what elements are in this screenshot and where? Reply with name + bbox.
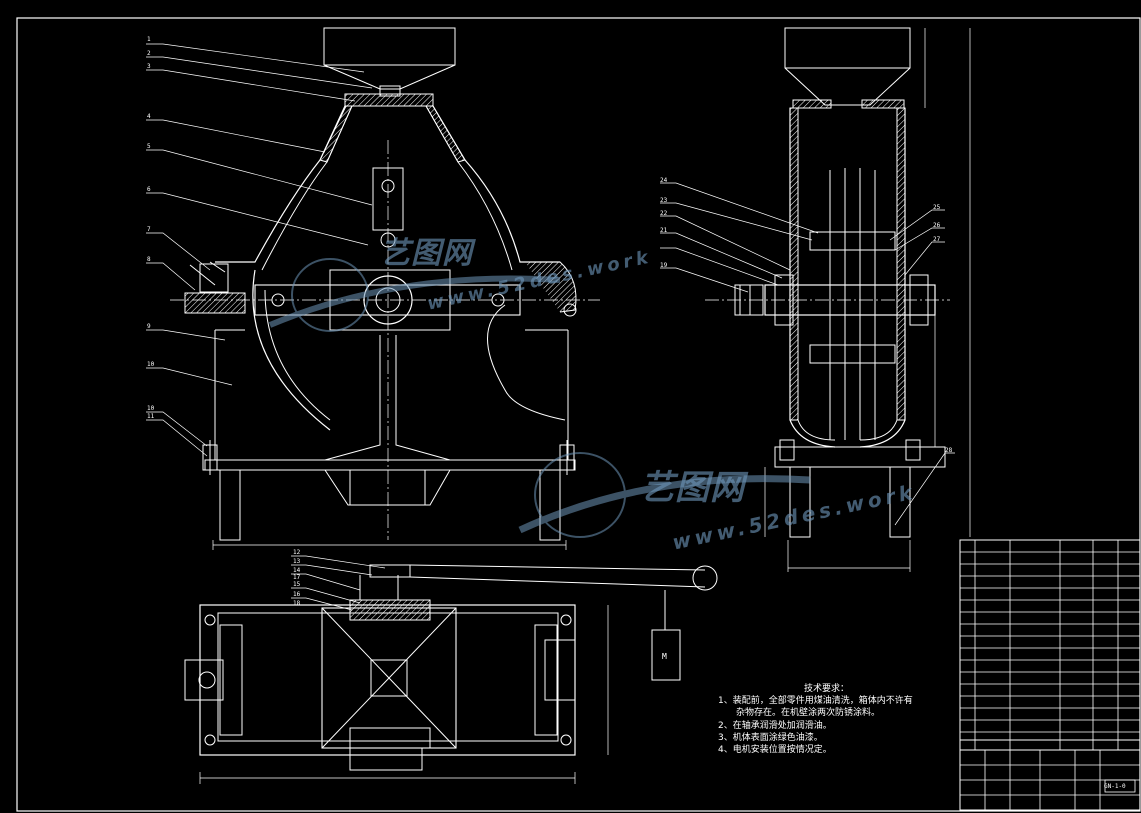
part-label-4: 4 <box>147 113 151 120</box>
hopper <box>323 27 456 90</box>
front-view-leaders <box>146 43 373 457</box>
watermark-globe <box>268 258 811 538</box>
part-label-15: 15 <box>293 581 301 588</box>
plan-view-leaders <box>291 555 386 611</box>
front-view <box>170 27 600 550</box>
part-label-27: 27 <box>933 236 941 243</box>
plan-view <box>184 564 718 784</box>
part-label-28: 28 <box>945 447 953 454</box>
part-label-14: 14 <box>293 567 301 574</box>
watermark-brand-2: 艺图网 <box>640 468 745 508</box>
drawing-frame <box>16 17 1141 812</box>
part-label-6: 6 <box>147 186 151 193</box>
part-label-19: 19 <box>660 262 668 269</box>
part-label-5: 5 <box>147 143 151 150</box>
part-label-11: 11 <box>147 413 155 420</box>
part-label-13: 13 <box>293 558 301 565</box>
tech-req-item-2: 2、在轴承润滑处加润滑油。 <box>718 720 832 731</box>
tech-req-item-1: 1、装配前，全部零件用煤油清洗，箱体内不许有 <box>718 696 913 707</box>
tech-req-title: 技术要求： <box>804 684 850 694</box>
part-label-7: 7 <box>147 226 151 233</box>
part-label-2: 2 <box>147 50 151 57</box>
part-label-21: 21 <box>660 227 668 234</box>
part-label-10b: 10 <box>147 405 155 412</box>
tech-req-item-4: 4、电机安装位置按情况定。 <box>718 745 832 756</box>
part-label-24: 24 <box>660 177 668 184</box>
technical-requirements: 技术要求： 1、装配前，全部零件用煤油清洗，箱体内不许有 杂物存在。在机壁涂两次… <box>718 683 913 756</box>
part-label-25: 25 <box>933 204 941 211</box>
motor-label: M <box>662 652 667 661</box>
part-label-18: 18 <box>293 600 301 607</box>
side-view-leaders <box>660 182 955 526</box>
part-label-1: 1 <box>147 36 151 43</box>
drawing-code: GN-1-0 <box>1104 783 1126 790</box>
part-label-12: 12 <box>293 549 301 556</box>
part-label-26: 26 <box>933 222 941 229</box>
title-block <box>959 539 1141 811</box>
part-label-9: 9 <box>147 323 151 330</box>
watermark-brand-1: 艺图网 <box>380 236 473 271</box>
part-label-8: 8 <box>147 256 151 263</box>
part-label-22: 22 <box>660 210 668 217</box>
part-label-23: 23 <box>660 197 668 204</box>
side-view <box>705 27 971 572</box>
part-label-16: 16 <box>293 591 301 598</box>
side-hopper <box>784 27 911 106</box>
part-label-10: 10 <box>147 361 155 368</box>
tech-req-item-3: 3、机体表面涂绿色油漆。 <box>718 732 823 743</box>
part-label-17: 17 <box>293 574 301 581</box>
part-label-3: 3 <box>147 63 151 70</box>
tech-req-item-1-cont: 杂物存在。在机壁涂两次防锈涂料。 <box>736 708 881 719</box>
